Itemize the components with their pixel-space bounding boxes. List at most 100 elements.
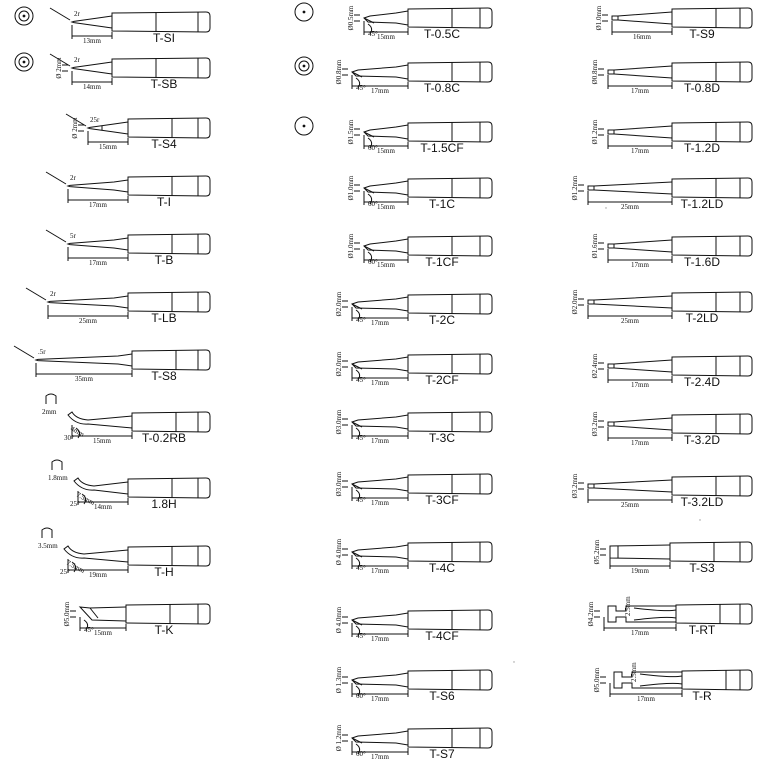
end-view-icon — [14, 6, 34, 26]
tip-sub-dimension: 2.5mm — [630, 662, 638, 682]
tip-diameter-label: Ø3.0mm — [335, 471, 343, 496]
angle-arc — [81, 493, 87, 505]
tip-length-label: 15mm — [93, 437, 111, 445]
tip-diameter-label: Ø5.0mm — [63, 601, 71, 626]
tip-name-label: T-2.4D — [684, 375, 720, 389]
tip-name-label: T-1CF — [425, 255, 458, 269]
tip-diameter-label: Ø 4.0mm — [335, 538, 343, 565]
width-callout-icon — [41, 527, 53, 538]
tip-shaft — [351, 64, 409, 80]
tip-body — [675, 603, 753, 625]
tip-body — [131, 411, 211, 433]
angle-arc — [367, 251, 373, 263]
tip-angle-label: 45° — [368, 30, 378, 38]
tip-length-label: 35mm — [75, 375, 93, 383]
tip-length-label: 17mm — [631, 261, 649, 269]
tip-body — [125, 603, 211, 625]
width-callout-icon — [45, 393, 57, 404]
tip-body — [131, 349, 211, 371]
tip-length-label: 16mm — [633, 33, 651, 41]
tip-diameter-label: Ø 4.0mm — [335, 606, 343, 633]
tip-body — [407, 293, 493, 315]
tip-name-label: T-SI — [153, 31, 175, 45]
tip-name-label: T-4C — [429, 561, 455, 575]
tip-angle-label: 60° — [368, 144, 378, 152]
tip-body — [407, 473, 493, 495]
tip-angle-label: 45° — [356, 632, 366, 640]
tip-name-label: T-2LD — [686, 311, 719, 325]
tip-shaft — [607, 359, 673, 373]
tip-body — [407, 411, 493, 433]
tip-angle-label: 30° — [64, 434, 74, 442]
tip-angle-label: 45° — [356, 376, 366, 384]
tip-lead-label: 2r — [70, 174, 77, 182]
tip-shaft — [363, 124, 409, 140]
tip-length-label: 17mm — [371, 437, 389, 445]
tip-body — [671, 177, 753, 199]
tip-diameter-label: Ø1.2mm — [571, 175, 579, 200]
tip-name-label: T-3.2LD — [681, 495, 724, 509]
tip-diameter-label: Ø2.0mm — [571, 289, 579, 314]
tip-body — [127, 117, 211, 139]
tip-length-label: 15mm — [377, 147, 395, 155]
tip-shaft — [587, 295, 673, 309]
tip-shaft — [607, 417, 673, 431]
tip-diameter-label: Ø1.2mm — [591, 119, 599, 144]
tip-diameter-label: Ø3.2mm — [571, 473, 579, 498]
tip-diameter-label: Ø0.8mm — [591, 59, 599, 84]
tip-diameter-label: Ø3.0mm — [335, 409, 343, 434]
tip-diameter-label: Ø1.6mm — [591, 233, 599, 258]
tip-name-label: T-0.2RB — [142, 431, 186, 445]
tip-body — [111, 57, 211, 79]
tip-length-label: 17mm — [631, 381, 649, 389]
tip-angle-label: 60° — [356, 750, 366, 758]
angle-arc — [355, 557, 361, 569]
tip-length-label: 25mm — [79, 317, 97, 325]
tip-name-label: T-S6 — [429, 689, 455, 703]
tip-length-label: 13mm — [83, 37, 101, 45]
tip-body — [671, 413, 753, 435]
tip-shaft — [66, 179, 129, 193]
angle-arc — [355, 625, 361, 637]
tip-diameter-label: Ø1.0mm — [595, 5, 603, 30]
tip-length-label: 15mm — [99, 143, 117, 151]
tip-name-label: T-1.2LD — [681, 197, 724, 211]
tip-name-label: T-H — [154, 565, 173, 579]
tip-body — [407, 235, 493, 257]
radius-arrow — [25, 287, 47, 301]
tip-length-label: 17mm — [631, 87, 649, 95]
tip-shaft — [351, 612, 409, 628]
tip-diameter-label: Ø 1.3mm — [335, 666, 343, 693]
tip-length-label: 17mm — [89, 259, 107, 267]
tip-lead-label: 2r — [74, 10, 81, 18]
tip-length-label: 17mm — [371, 695, 389, 703]
tip-name-label: T-I — [157, 195, 171, 209]
tip-shaft — [587, 479, 673, 493]
tip-length-label: 17mm — [371, 753, 389, 761]
tip-diameter-label: Ø0.8mm — [335, 59, 343, 84]
tip-length-label: 17mm — [631, 629, 649, 637]
tip-body — [407, 609, 493, 631]
tip-name-label: T-LB — [151, 311, 176, 325]
angle-arc — [355, 427, 361, 439]
tip-shaft — [609, 544, 671, 560]
tip-length-label: 19mm — [631, 567, 649, 575]
tip-diameter-label: Ø2.0mm — [335, 351, 343, 376]
tip-length-label: 17mm — [89, 201, 107, 209]
tip-body — [671, 7, 753, 29]
